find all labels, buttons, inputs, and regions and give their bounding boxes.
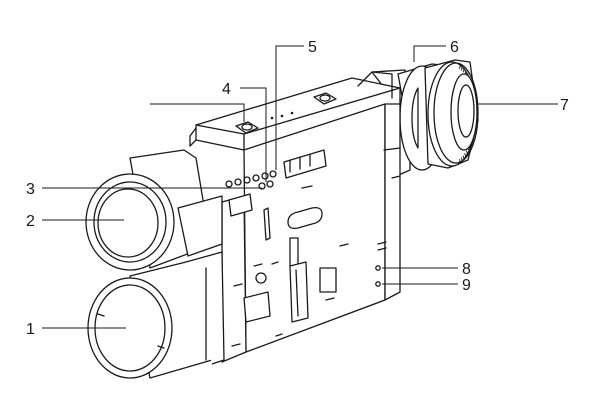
callout-5: 5 [308,39,317,56]
main-body [199,103,401,363]
callout-3: 3 [26,181,35,198]
knurl-tick [465,150,469,155]
leader-lines [42,45,558,329]
focus-ring [424,59,479,169]
callout-6: 6 [450,39,459,56]
lower-lens-tube [87,251,225,379]
callout-7: 7 [560,97,569,114]
indicator-row [225,170,277,190]
knurl-tick [462,155,465,161]
knurl-tick [462,67,465,73]
knurl-tick [459,158,462,164]
knurl-tick [459,64,462,70]
callout-8: 8 [462,261,471,278]
callout-2: 2 [26,213,35,230]
knurl-tick [460,65,464,71]
callout-9: 9 [462,277,471,294]
callout-4: 4 [222,81,231,98]
knurl-tick [464,153,467,158]
upper-lens-tube [85,149,223,271]
callout-1: 1 [26,321,35,338]
knurl-tick [460,157,464,163]
